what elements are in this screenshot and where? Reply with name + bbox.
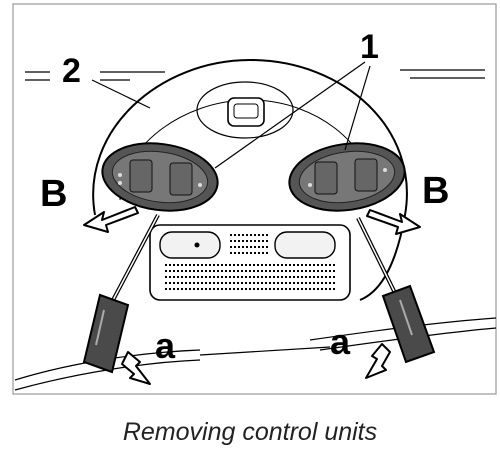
left-screwdriver [82, 214, 160, 374]
label-part-1: 1 [360, 28, 379, 66]
figure-caption: Removing control units [122, 418, 378, 446]
callout-leaders [91, 61, 371, 169]
right-screwdriver [356, 217, 436, 364]
reference-lines [25, 69, 485, 81]
roof-console-outline [92, 58, 408, 301]
illustration-frame [12, 3, 497, 395]
label-part-2: 2 [62, 52, 81, 90]
arrow-a-left [121, 351, 151, 385]
label-direction-a-left: a [155, 325, 176, 366]
right-control-unit [288, 142, 406, 212]
removal-illustration: 1 2 B B a a [12, 3, 497, 395]
label-direction-b-left: B [40, 173, 67, 215]
label-direction-a-right: a [330, 321, 351, 362]
arrow-b-left [83, 206, 139, 233]
arrow-a-right [365, 343, 391, 379]
top-light [196, 81, 294, 139]
label-direction-b-right: B [422, 170, 449, 212]
center-grille-panel [149, 224, 351, 301]
left-control-unit [101, 142, 219, 212]
arrow-b-right [366, 209, 421, 235]
